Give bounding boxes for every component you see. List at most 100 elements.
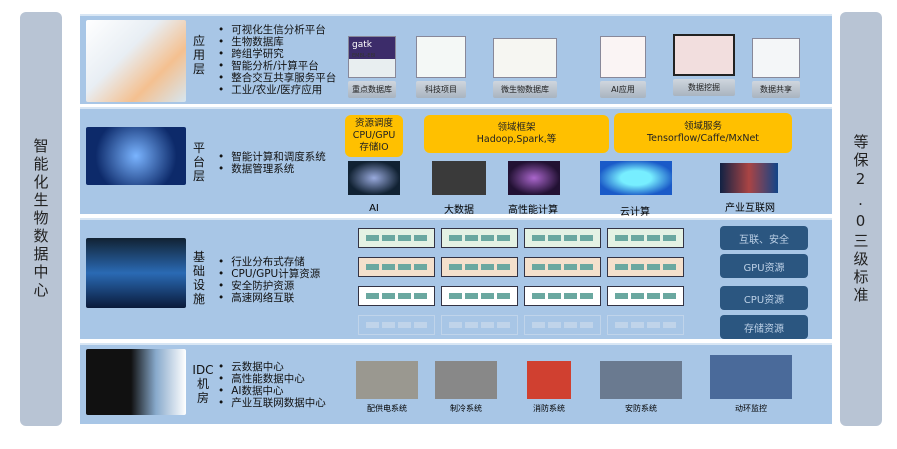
layer-name: 机房 xyxy=(196,377,209,405)
right-title: 等保2.0三级标准 xyxy=(851,133,870,305)
card-label: 重点数据库 xyxy=(348,81,396,98)
layer-name: 基础设施 xyxy=(192,250,205,306)
card-label: 数据共享 xyxy=(752,81,800,98)
card-label: 数据挖掘 xyxy=(673,79,735,96)
item-label: 产业互联网 xyxy=(725,203,775,214)
server-unit xyxy=(607,257,684,277)
layer-name: 平台层 xyxy=(192,141,205,183)
idc-bullets: 云数据中心高性能数据中心AI数据中心产业互联网数据中心 xyxy=(218,361,326,409)
heatmap-thumbnail xyxy=(86,20,186,102)
bullet: 行业分布式存储 xyxy=(218,256,320,268)
resource-storage: 存储资源 xyxy=(720,315,808,339)
power-system: 配供电系统 xyxy=(356,361,418,414)
box-line: Tensorflow/Caffe/MxNet xyxy=(646,133,760,144)
server-room-thumbnail xyxy=(86,238,186,308)
server-unit xyxy=(441,286,518,306)
bullet: 数据管理系统 xyxy=(218,163,326,175)
box-line: 存储IO xyxy=(359,142,389,153)
fire-system: 消防系统 xyxy=(527,361,571,414)
platform-bullets: 智能计算和调度系统数据管理系统 xyxy=(218,151,326,175)
layer-name: IDC xyxy=(192,363,214,377)
server-unit xyxy=(358,228,435,248)
box-line: Hadoop,Spark,等 xyxy=(476,134,557,145)
bullet: 跨组学研究 xyxy=(218,48,336,60)
bullet: 安全防护资源 xyxy=(218,280,320,292)
infra-bullets: 行业分布式存储CPU/GPU计算资源安全防护资源高速网络互联 xyxy=(218,256,320,304)
box-line: 领域服务 xyxy=(683,121,722,132)
left-title: 智能化生物数据中心 xyxy=(31,138,50,300)
server-unit xyxy=(441,228,518,248)
system-label: 配供电系统 xyxy=(367,404,407,413)
card-ai-app: AI应用 xyxy=(600,36,646,98)
resource-gpu: GPU资源 xyxy=(720,254,808,278)
item-label: 高性能计算 xyxy=(508,205,558,216)
hpc-image xyxy=(508,161,560,195)
server-unit xyxy=(607,315,684,335)
box-line: 资源调度 xyxy=(354,118,393,129)
application-layer: 应用层 可视化生信分析平台生物数据库跨组学研究智能分析/计算平台整合交互共享服务… xyxy=(80,14,832,104)
cloud-image xyxy=(600,161,672,195)
server-unit xyxy=(524,228,601,248)
server-unit xyxy=(358,257,435,277)
security-system: 安防系统 xyxy=(600,361,682,414)
server-unit xyxy=(607,228,684,248)
bullet: 智能分析/计算平台 xyxy=(218,60,336,72)
bigdata-image xyxy=(432,161,486,195)
server-unit xyxy=(524,286,601,306)
iot-image xyxy=(720,163,778,193)
system-label: 安防系统 xyxy=(625,404,657,413)
right-title-panel: 等保2.0三级标准 xyxy=(840,12,882,426)
gatk-logo: gatk xyxy=(352,40,372,50)
card-label: 科技项目 xyxy=(416,81,466,98)
card-data-mining: 数据挖掘 xyxy=(673,34,735,96)
bullet: AI数据中心 xyxy=(218,385,326,397)
datacenter-thumbnail xyxy=(86,349,186,415)
resource-cpu: CPU资源 xyxy=(720,286,808,310)
bullet: 工业/农业/医疗应用 xyxy=(218,84,336,96)
cooling-system: 制冷系统 xyxy=(435,361,497,414)
server-unit xyxy=(524,315,601,335)
bullet: 产业互联网数据中心 xyxy=(218,397,326,409)
ai-image xyxy=(348,161,400,195)
bullet: 整合交互共享服务平台 xyxy=(218,72,336,84)
server-unit xyxy=(607,286,684,306)
bullet: CPU/GPU计算资源 xyxy=(218,268,320,280)
infrastructure-layer: 基础设施 行业分布式存储CPU/GPU计算资源安全防护资源高速网络互联 互联、安… xyxy=(80,218,832,339)
box-line: 领域框架 xyxy=(497,122,536,133)
card-label: AI应用 xyxy=(600,81,646,98)
app-bullets: 可视化生信分析平台生物数据库跨组学研究智能分析/计算平台整合交互共享服务平台工业… xyxy=(218,24,336,96)
embl-logo: EMBL-EBI xyxy=(352,53,376,59)
item-label: 云计算 xyxy=(620,207,650,218)
card-data-sharing: 数据共享 xyxy=(752,38,800,98)
chip-thumbnail xyxy=(86,127,186,185)
card-sci-project: 科技项目 xyxy=(416,36,466,98)
server-unit xyxy=(441,257,518,277)
server-unit xyxy=(524,257,601,277)
server-unit xyxy=(358,286,435,306)
bullet: 高性能数据中心 xyxy=(218,373,326,385)
bullet: 高速网络互联 xyxy=(218,292,320,304)
resource-interconnect-security: 互联、安全 xyxy=(720,226,808,250)
left-title-panel: 智能化生物数据中心 xyxy=(20,12,62,426)
card-label: 微生物数据库 xyxy=(493,81,557,98)
card-microbe-db: 微生物数据库 xyxy=(493,38,557,98)
server-unit xyxy=(358,315,435,335)
system-label: 消防系统 xyxy=(533,404,565,413)
bullet: 智能计算和调度系统 xyxy=(218,151,326,163)
bullet: 生物数据库 xyxy=(218,36,336,48)
item-label: 大数据 xyxy=(444,205,474,216)
item-label: AI xyxy=(369,203,379,214)
env-monitor: 动环监控 xyxy=(710,355,792,414)
system-label: 制冷系统 xyxy=(450,404,482,413)
server-unit xyxy=(441,315,518,335)
layer-name: 应用层 xyxy=(192,34,205,76)
box-line: CPU/GPU xyxy=(352,130,396,141)
system-label: 动环监控 xyxy=(735,404,767,413)
bullet: 可视化生信分析平台 xyxy=(218,24,336,36)
